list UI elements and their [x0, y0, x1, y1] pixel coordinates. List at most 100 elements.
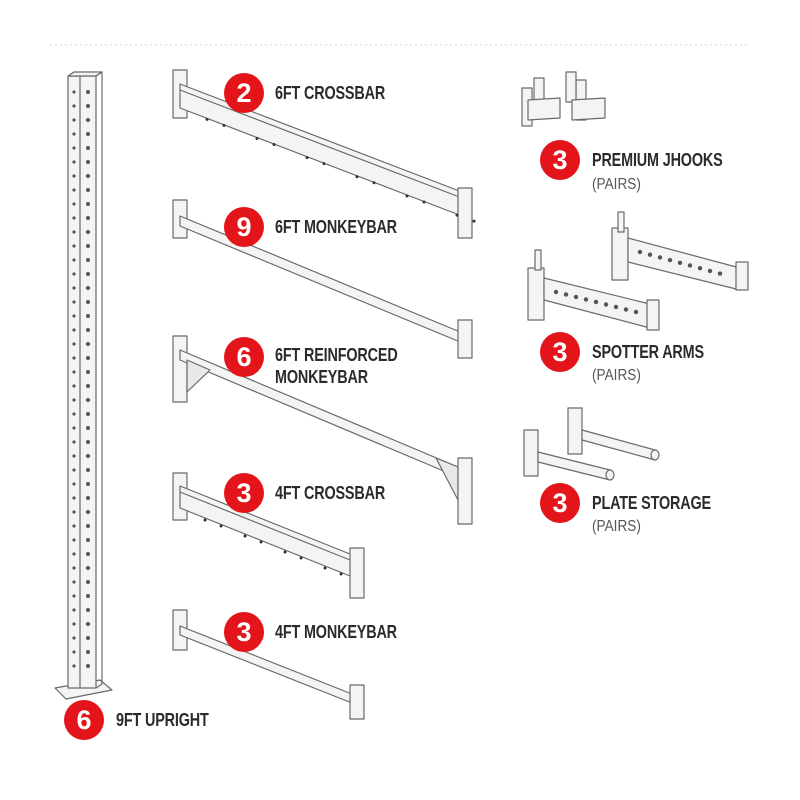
hole: [553, 289, 559, 295]
hole: [355, 175, 359, 179]
hole: [86, 594, 90, 598]
hole: [72, 342, 76, 346]
part-note: (PAIRS): [592, 518, 641, 535]
hole: [86, 258, 90, 262]
6ft-monkeybar-illustration: [172, 199, 473, 359]
hole: [86, 454, 90, 458]
part-label: 6FT CROSSBAR: [275, 83, 386, 103]
hole: [72, 650, 76, 654]
hole: [455, 213, 459, 217]
part-label: MONKEYBAR: [275, 367, 368, 387]
hole: [697, 266, 703, 271]
hole: [593, 299, 599, 305]
hole: [86, 230, 90, 234]
hole: [86, 342, 90, 346]
hole: [86, 398, 90, 402]
jhooks-illustration: [521, 71, 606, 127]
part-label: 6FT REINFORCED: [275, 345, 398, 365]
hole: [86, 216, 90, 220]
upright-illustration: [54, 71, 113, 700]
hole: [72, 328, 76, 332]
quantity-badge: 9: [224, 207, 264, 247]
hole: [72, 454, 76, 458]
hole: [472, 219, 476, 223]
hole: [583, 297, 589, 302]
hole: [72, 132, 76, 136]
hole: [72, 566, 76, 570]
hole: [86, 384, 90, 388]
hole: [72, 258, 76, 262]
hole: [372, 181, 376, 185]
hole: [86, 426, 90, 430]
hole: [283, 550, 287, 554]
hole: [305, 156, 309, 160]
hole: [299, 556, 303, 560]
hole: [86, 244, 90, 248]
hole: [72, 538, 76, 542]
4ft-monkeybar-illustration: [172, 609, 365, 720]
hole: [272, 142, 276, 146]
hole: [657, 255, 663, 260]
hole: [72, 552, 76, 556]
hole: [205, 117, 209, 121]
quantity-badge: 6: [224, 337, 264, 377]
hole: [603, 302, 609, 307]
hole: [707, 268, 713, 274]
hole: [72, 244, 76, 248]
hole: [72, 300, 76, 304]
hole: [72, 174, 76, 178]
quantity-badge: 6: [64, 700, 104, 740]
4ft-crossbar-illustration: [172, 472, 365, 599]
hole: [573, 294, 579, 300]
plate-storage-illustration: [523, 407, 660, 481]
hole: [72, 90, 76, 94]
hole: [72, 356, 76, 360]
hole: [72, 636, 76, 640]
hole: [323, 566, 327, 570]
quantity-badge: 3: [540, 483, 580, 523]
hole: [259, 540, 263, 544]
part-label: PLATE STORAGE: [592, 493, 711, 513]
hole: [405, 194, 409, 198]
quantity-badge: 3: [224, 612, 264, 652]
spotter-arms-illustration: [527, 211, 749, 331]
hole: [86, 174, 90, 178]
hole: [563, 292, 569, 297]
hole: [222, 123, 226, 127]
hole: [86, 412, 90, 416]
hole: [72, 510, 76, 514]
hole: [623, 307, 629, 312]
quantity-badge: 3: [224, 473, 264, 513]
hole: [72, 580, 76, 584]
hole: [86, 468, 90, 472]
hole: [243, 534, 247, 538]
hole: [86, 356, 90, 360]
hole: [339, 572, 343, 576]
hole: [72, 412, 76, 416]
hole: [72, 482, 76, 486]
part-label: 9FT UPRIGHT: [116, 710, 209, 730]
hole: [86, 482, 90, 486]
hole: [86, 664, 90, 668]
hole: [72, 496, 76, 500]
hole: [86, 202, 90, 206]
hole: [86, 272, 90, 276]
hole: [86, 328, 90, 332]
hole: [72, 594, 76, 598]
hole: [72, 104, 76, 108]
hole: [72, 272, 76, 276]
hole: [687, 263, 693, 268]
hole: [86, 188, 90, 192]
hole: [72, 398, 76, 402]
hole: [647, 252, 653, 257]
quantity-badge: 2: [224, 73, 264, 113]
hole: [72, 202, 76, 206]
hole: [72, 160, 76, 164]
hole: [86, 104, 90, 108]
hole: [86, 440, 90, 444]
part-label: 4FT MONKEYBAR: [275, 622, 397, 642]
6ft-reinforced-monkeybar-illustration: [172, 335, 473, 525]
hole: [86, 146, 90, 150]
hole: [72, 118, 76, 122]
